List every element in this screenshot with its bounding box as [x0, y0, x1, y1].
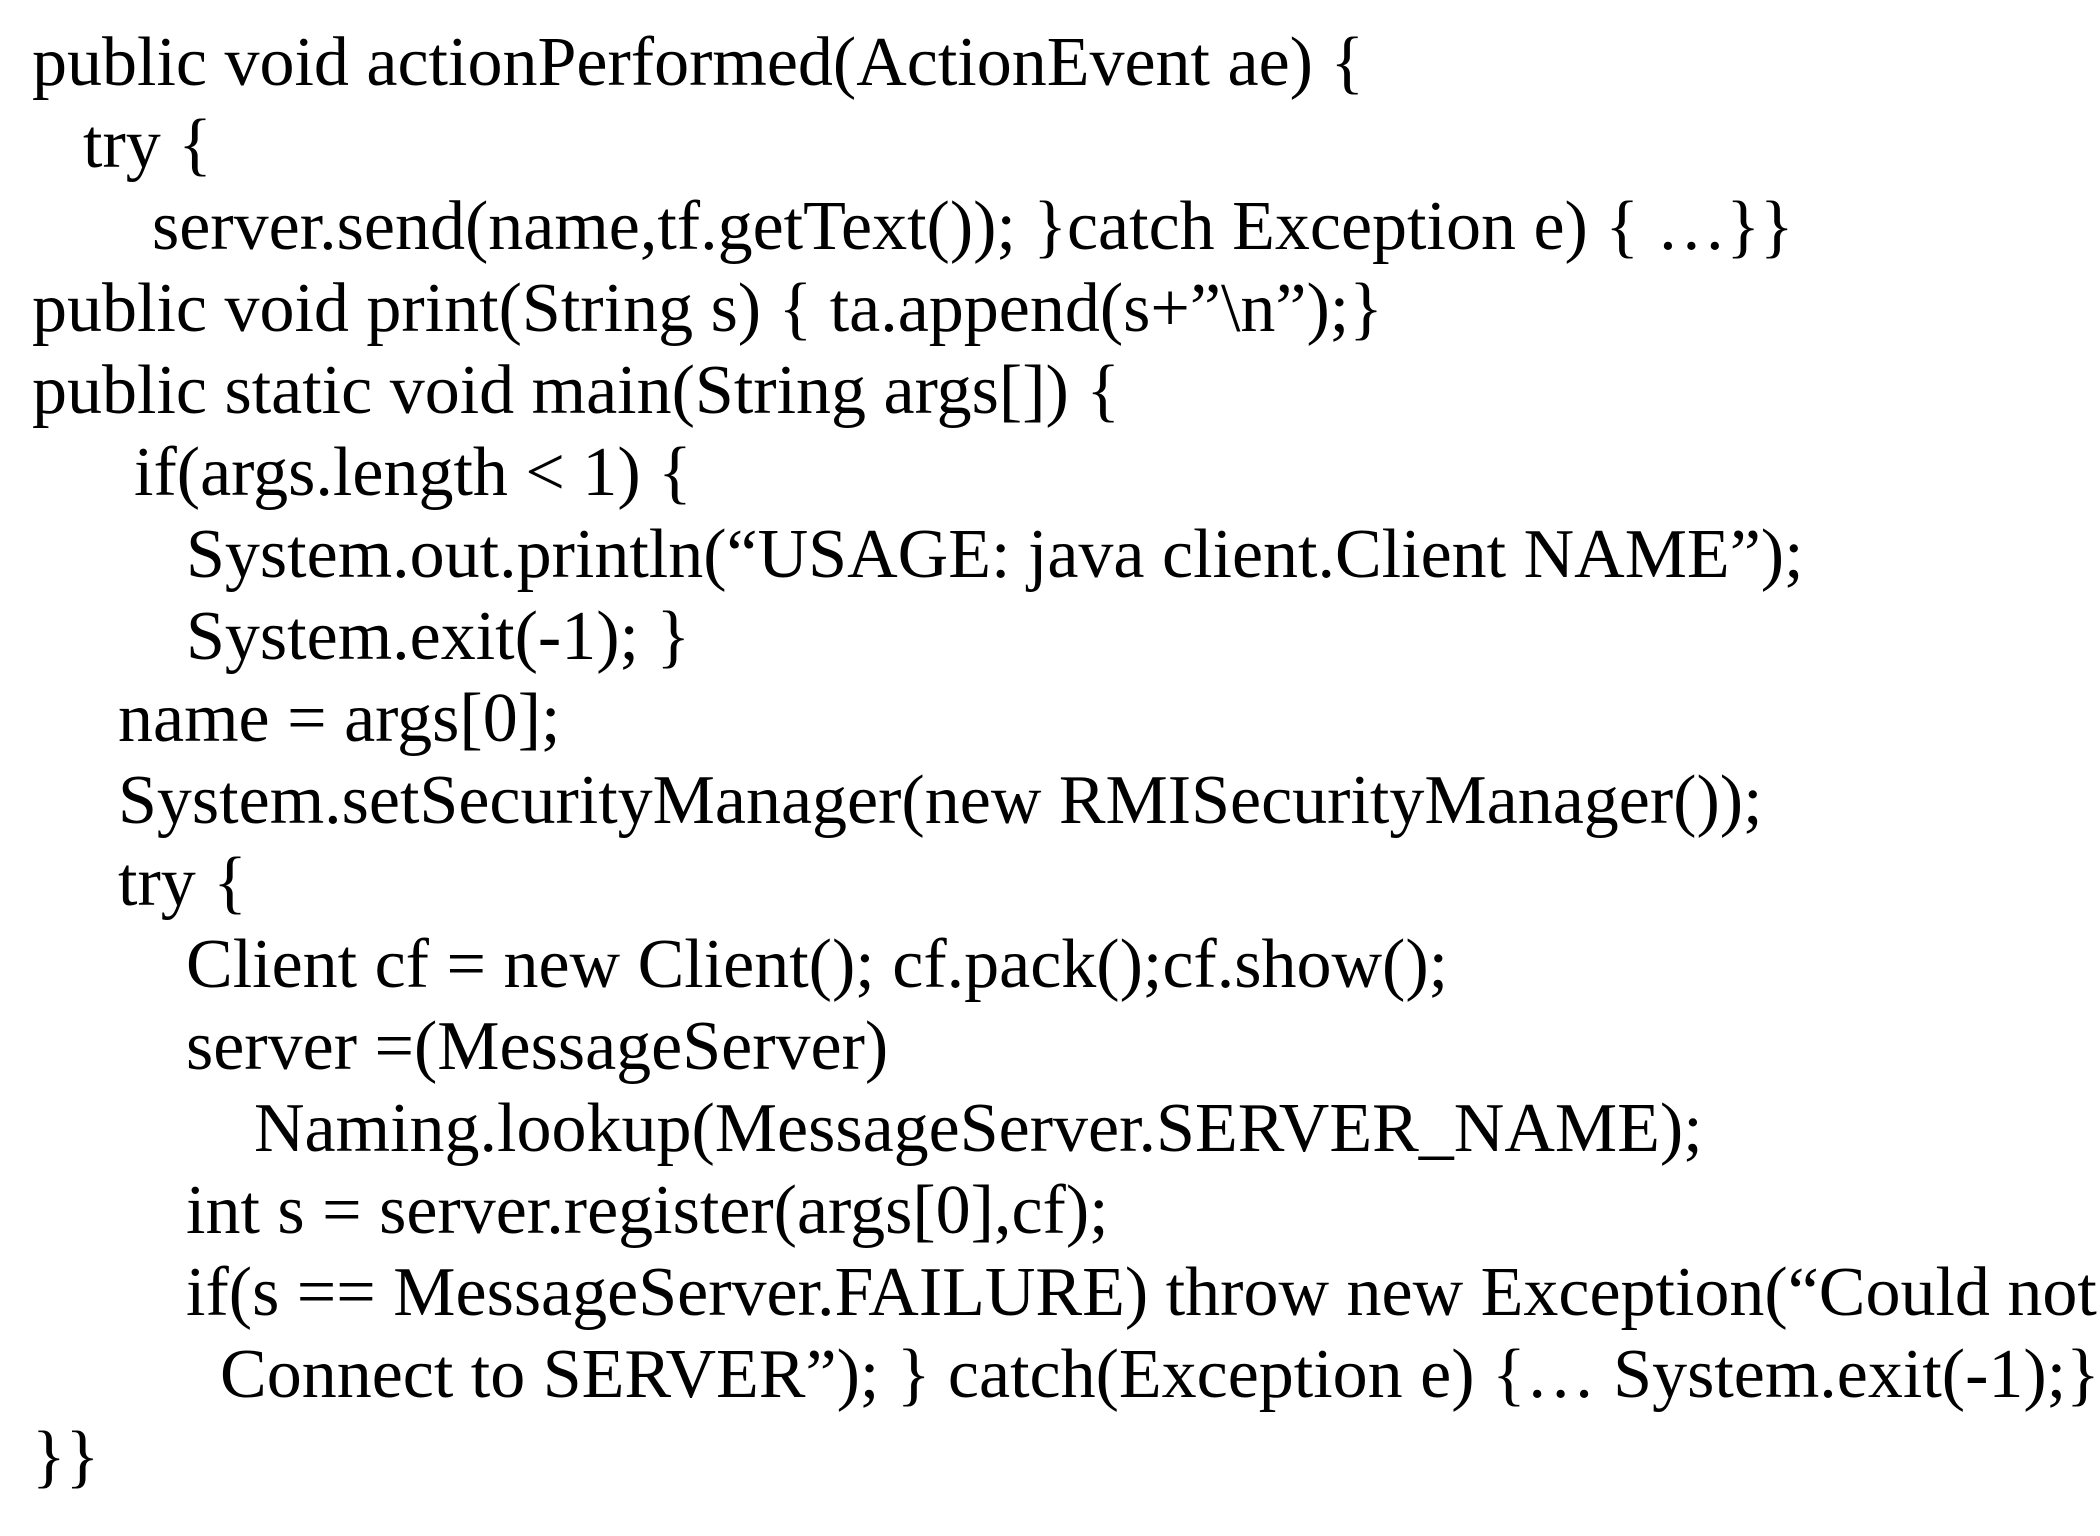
code-line-5: public static void main(String args[]) { — [32, 352, 1120, 429]
code-line-17: Connect to SERVER”); } catch(Exception e… — [220, 1336, 2100, 1413]
code-line-9: name = args[0]; — [118, 680, 561, 757]
code-line-16: if(s == MessageServer.FAILURE) throw new… — [186, 1254, 2097, 1331]
code-line-11: try { — [118, 844, 247, 921]
code-line-13: server =(MessageServer) — [186, 1008, 889, 1085]
code-line-6: if(args.length < 1) { — [134, 434, 692, 511]
code-line-15: int s = server.register(args[0],cf); — [186, 1172, 1109, 1249]
code-line-14: Naming.lookup(MessageServer.SERVER_NAME)… — [254, 1090, 1703, 1167]
code-line-8: System.exit(-1); } — [186, 598, 691, 675]
code-line-7: System.out.println(“USAGE: java client.C… — [186, 516, 1804, 593]
code-line-12: Client cf = new Client(); cf.pack();cf.s… — [186, 926, 1449, 1003]
code-line-3: server.send(name,tf.getText()); }catch E… — [152, 188, 1794, 265]
code-line-1: public void actionPerformed(ActionEvent … — [32, 24, 1365, 101]
code-line-10: System.setSecurityManager(new RMISecurit… — [118, 762, 1763, 839]
code-listing: public void actionPerformed(ActionEvent … — [32, 24, 2100, 1495]
code-line-2: try { — [83, 106, 212, 183]
code-line-4: public void print(String s) { ta.append(… — [32, 270, 1383, 347]
code-line-18: }} — [32, 1418, 100, 1495]
